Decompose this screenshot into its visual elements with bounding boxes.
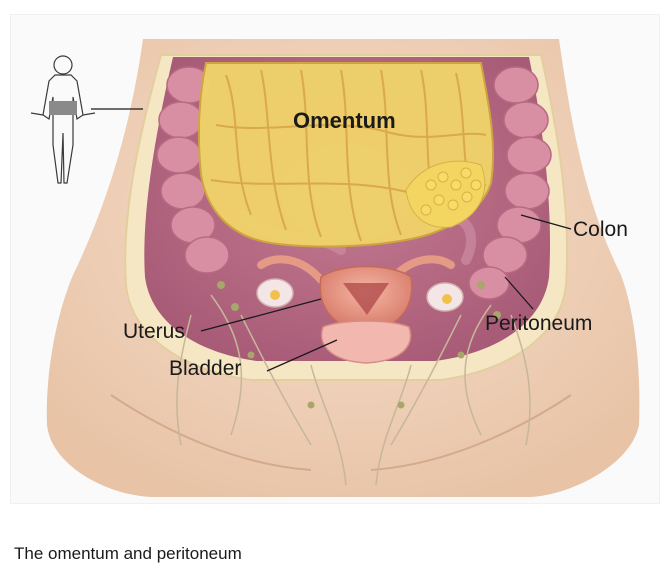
anatomy-figure: Omentum Colon Peritoneum Uterus Bladder (10, 14, 660, 504)
peritoneum-label: Peritoneum (485, 313, 592, 334)
figure-caption: The omentum and peritoneum (14, 544, 242, 564)
uterus-label: Uterus (123, 321, 185, 342)
colon-label: Colon (573, 219, 628, 240)
bladder-label: Bladder (169, 358, 241, 379)
omentum-label: Omentum (293, 110, 396, 132)
anatomy-illustration (11, 15, 660, 504)
body-reference-icon (31, 56, 95, 183)
